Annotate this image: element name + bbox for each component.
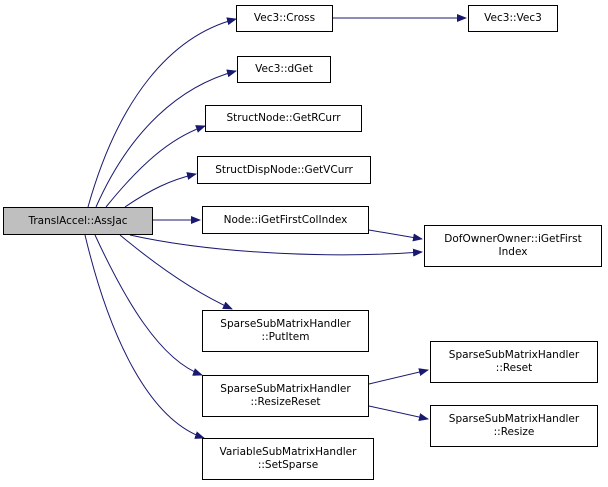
node-label: VariableSubMatrixHandler: [219, 446, 357, 458]
node-label: ::Resize: [493, 426, 535, 438]
node-transl-accel-assjac: TranslAccel::AssJac: [3, 207, 153, 235]
node-label: StructNode::GetRCurr: [226, 112, 341, 124]
node-label: DofOwnerOwner::iGetFirst: [444, 233, 582, 245]
node-label: Node::iGetFirstColIndex: [223, 213, 348, 226]
node-label: TranslAccel::AssJac: [28, 214, 128, 227]
edge-root-to-dofowner: [129, 234, 423, 257]
edge-root-to-setsparse: [84, 234, 205, 439]
node-label: SparseSubMatrixHandler: [448, 413, 580, 425]
edge-root-to-dget: [95, 69, 237, 208]
node-sparsesubmatrixhandler-putitem[interactable]: SparseSubMatrixHandler ::PutItem: [202, 310, 369, 352]
node-vec3-vec3[interactable]: Vec3::Vec3: [468, 5, 558, 32]
edge-root-to-resizereset: [94, 234, 203, 376]
node-label: ::ResizeReset: [250, 396, 321, 408]
node-label: Vec3::dGet: [255, 63, 313, 75]
node-structdispnode-getvcurr[interactable]: StructDispNode::GetVCurr: [197, 156, 371, 184]
node-structnode-getrcurr[interactable]: StructNode::GetRCurr: [205, 105, 362, 132]
node-label: Vec3::Vec3: [484, 12, 542, 24]
node-label: Vec3::Cross: [253, 12, 316, 24]
node-label: ::PutItem: [261, 331, 310, 343]
node-variablesubmatrixhandler-setsparse[interactable]: VariableSubMatrixHandler ::SetSparse: [202, 438, 374, 480]
edge-root-to-cross: [87, 17, 237, 208]
node-label: SparseSubMatrixHandler: [220, 383, 351, 395]
edge-resizereset-to-resize: [368, 405, 429, 421]
node-label: SparseSubMatrixHandler: [448, 349, 580, 361]
edge-root-to-getvcurr: [124, 172, 197, 208]
node-label: SparseSubMatrixHandler: [220, 318, 351, 330]
node-label: Index: [498, 246, 528, 258]
edge-root-to-putitem: [119, 234, 233, 310]
node-vec3-cross[interactable]: Vec3::Cross: [236, 5, 333, 32]
edge-resizereset-to-reset: [368, 368, 429, 385]
node-label: ::SetSparse: [257, 459, 319, 471]
edge-root-to-getrcurr: [105, 125, 206, 208]
node-sparsesubmatrixhandler-resize[interactable]: SparseSubMatrixHandler ::Resize: [430, 405, 598, 447]
node-vec3-dget[interactable]: Vec3::dGet: [237, 56, 331, 83]
edge-firstcol-to-dofowner: [368, 229, 423, 242]
node-node-igetfirstcolindex[interactable]: Node::iGetFirstColIndex: [202, 206, 369, 234]
node-sparsesubmatrixhandler-reset[interactable]: SparseSubMatrixHandler ::Reset: [430, 341, 598, 383]
node-dofownerowner-igetfirstindex[interactable]: DofOwnerOwner::iGetFirst Index: [424, 225, 602, 267]
node-sparsesubmatrixhandler-resizereset[interactable]: SparseSubMatrixHandler ::ResizeReset: [202, 375, 369, 417]
node-label: StructDispNode::GetVCurr: [215, 163, 353, 176]
node-label: ::Reset: [495, 362, 533, 374]
